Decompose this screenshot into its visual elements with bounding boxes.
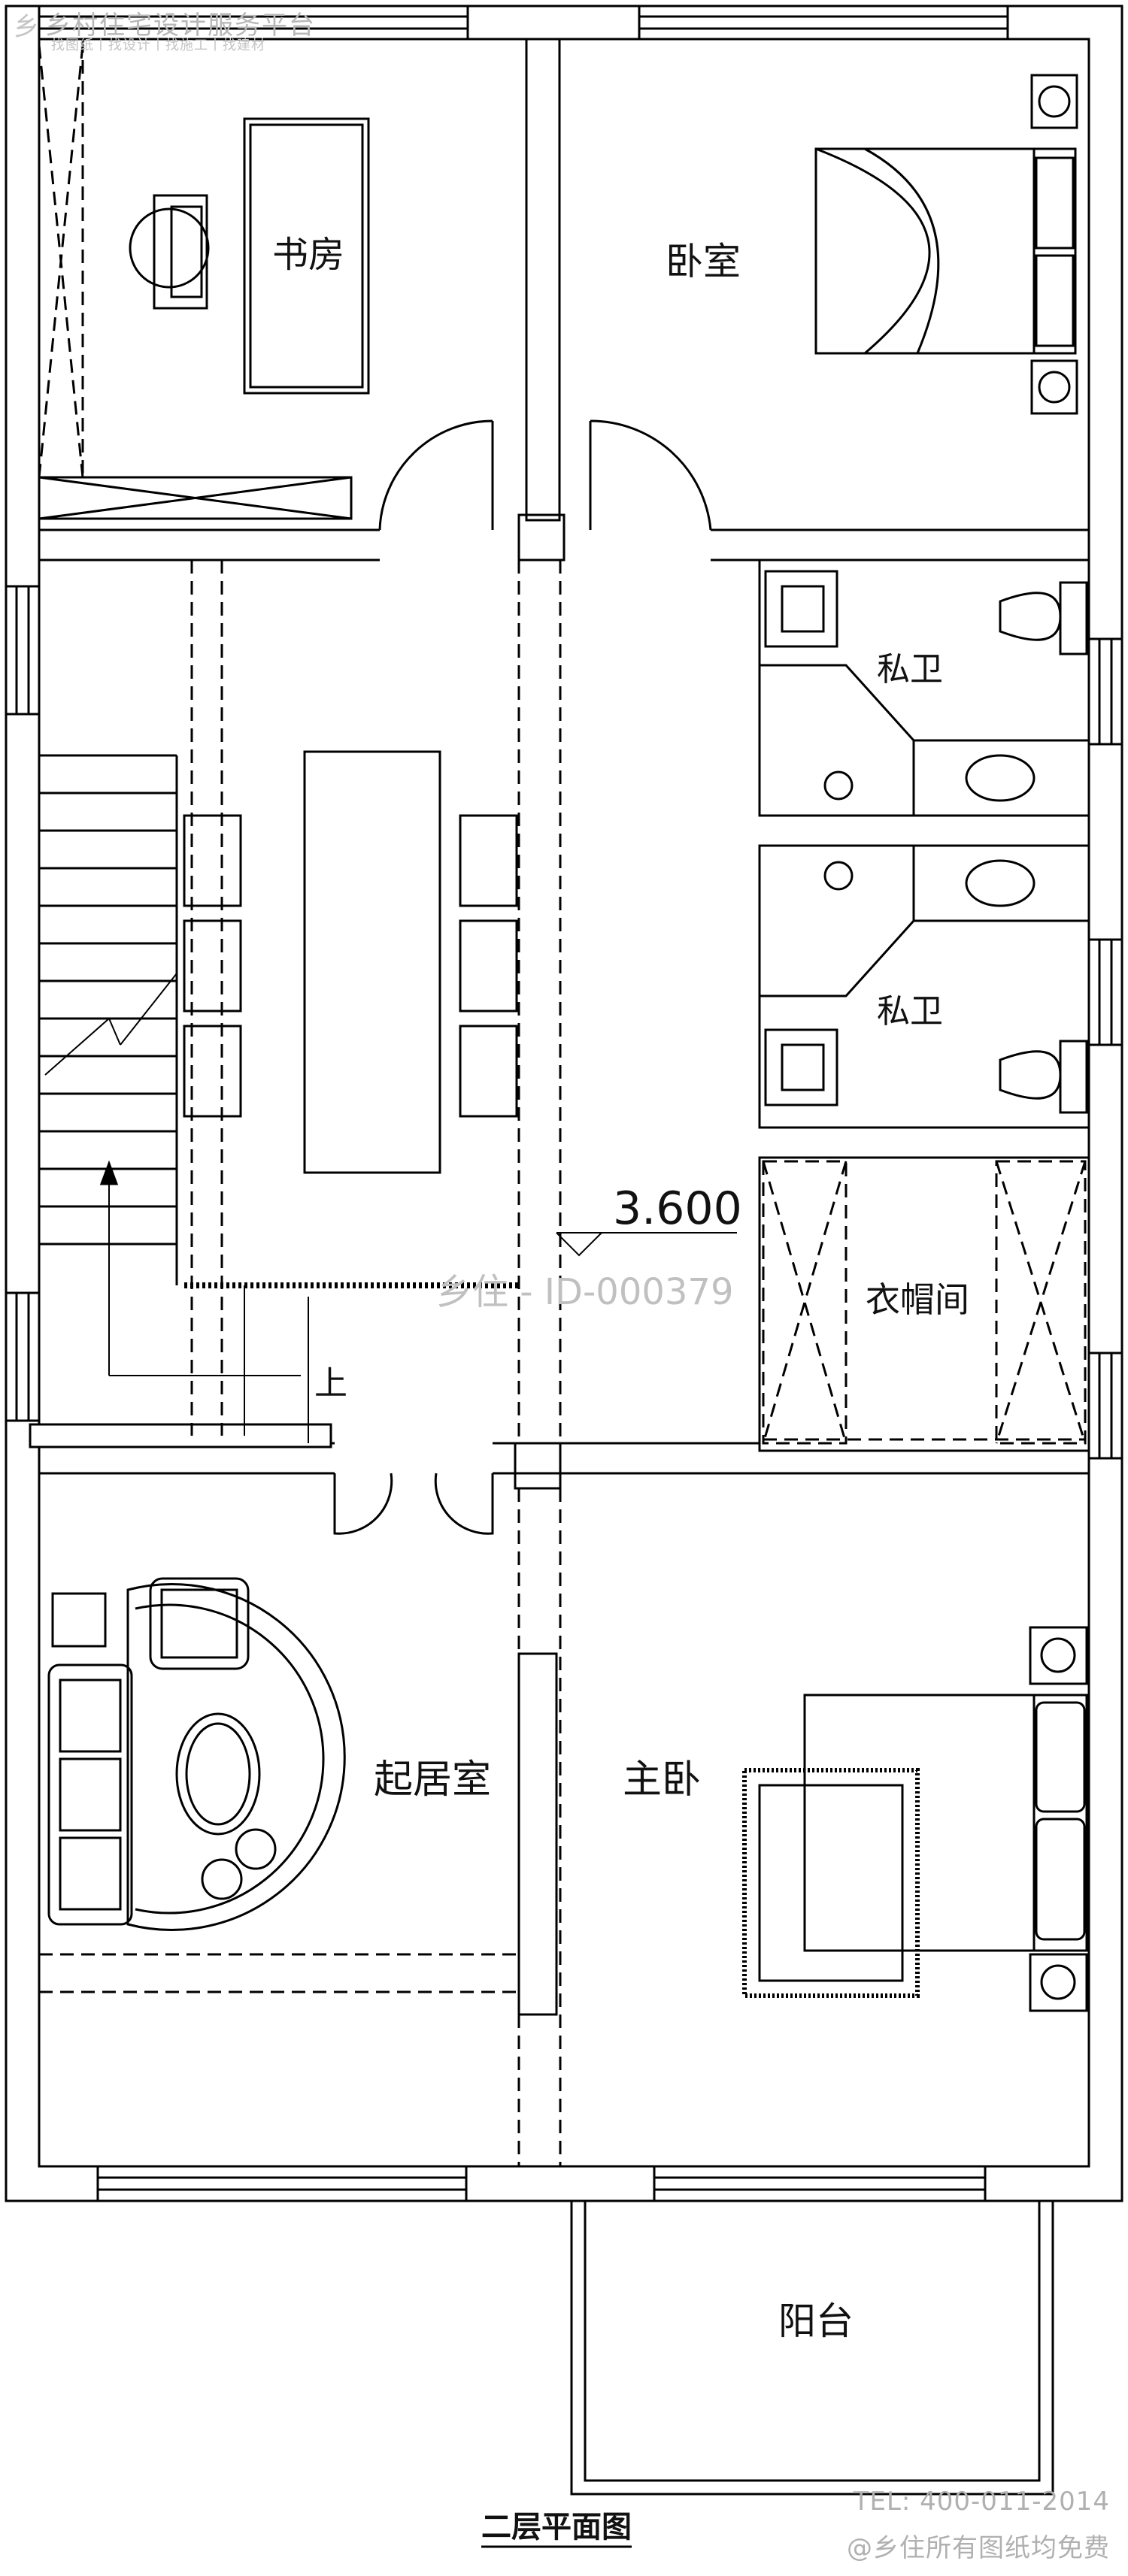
watermark-top-subtitle: 找图纸丨找设计丨找施工丨找建材: [51, 38, 265, 53]
watermark-tel: TEL: 400-011-2014: [853, 2487, 1110, 2517]
bath-2-label: 私卫: [877, 992, 943, 1031]
bedroom-furniture: [814, 74, 1078, 415]
closet-shelves: [762, 1160, 1087, 1445]
watermark-top-title: 乡村住宅设计服务平台: [45, 11, 316, 41]
watermark-logo: 乡: [14, 12, 39, 42]
elevation-marker: [556, 1232, 737, 1257]
master-bed: [742, 1626, 1088, 2012]
outer-walls: [5, 5, 1123, 2202]
bath-fixtures: [760, 570, 1089, 1114]
watermark-free-note: @乡住所有图纸均免费: [847, 2533, 1110, 2563]
staircase: [39, 792, 519, 1443]
bedroom-label: 卧室: [666, 240, 741, 283]
balcony: [570, 2199, 1054, 2496]
stair-up-label: 上: [314, 1364, 347, 1403]
drawing-title: 二层平面图: [481, 2510, 632, 2544]
room-labels: 书房 卧室 私卫 私卫 衣帽间 起居室 主卧 阳台 上 3.600 乡住 - I…: [272, 234, 969, 2544]
dining-set: [183, 560, 518, 1436]
doors: [333, 419, 985, 2168]
bath-1-label: 私卫: [877, 650, 943, 689]
watermark-id: 乡住 - ID-000379: [436, 1271, 734, 1313]
closet-label: 衣帽间: [866, 1279, 969, 1320]
master-bedroom-label: 主卧: [623, 1757, 701, 1803]
elevation-label: 3.600: [613, 1182, 742, 1235]
study-label: 书房: [272, 234, 344, 276]
study-furniture: [38, 39, 370, 520]
living-room-label: 起居室: [374, 1757, 491, 1803]
living-furniture: [39, 560, 562, 2166]
balcony-label: 阳台: [778, 2299, 854, 2343]
interior-walls: [29, 38, 1090, 1490]
